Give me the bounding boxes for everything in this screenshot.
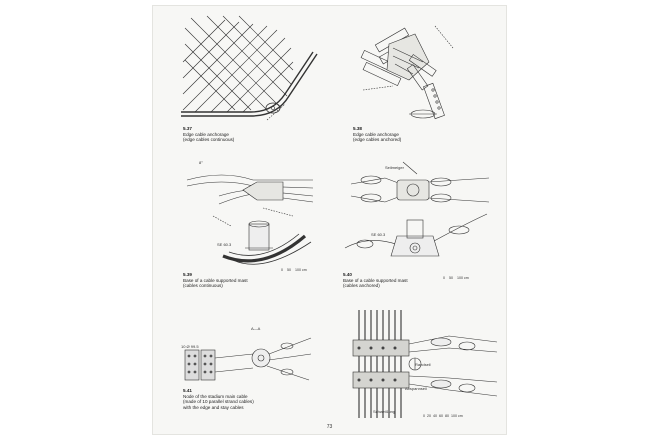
figure-number: 5.39 — [183, 272, 192, 277]
scale-tick-0: 0 — [423, 414, 425, 418]
fig540-seilmeiger-label: Seilmeiger — [385, 165, 404, 170]
scale-tick-40: 40 — [433, 414, 437, 418]
fig540-section-label: SE 60.3 — [371, 232, 386, 237]
scale-tick-0: 0 — [443, 276, 445, 280]
scale-tick-20: 20 — [427, 414, 431, 418]
scale-tick-60: 60 — [439, 414, 443, 418]
figure-title: Base of a cable supported mast — [183, 277, 248, 283]
figure-subtitle: (edge cables anchored) — [353, 137, 402, 143]
fig540-scale-bar: 0 50 100 cm — [443, 276, 469, 280]
caption-5-41: 5.41 Node of the stadium main cable (mad… — [183, 388, 254, 410]
scale-tick-50: 50 — [449, 276, 453, 280]
mast-base-continuous-drawing — [186, 174, 314, 265]
fig539-section-label: SE 60.3 — [217, 242, 232, 247]
scale-tick-100: 100 cm — [451, 414, 463, 418]
scale-tick-80: 80 — [445, 414, 449, 418]
figure-subtitle: (made of 10 parallel strand cables) — [183, 399, 254, 405]
figure-subtitle: (cables continuous) — [183, 283, 223, 289]
fig541-section-label: A—A — [251, 326, 261, 331]
fig542-scale-bar: 0 20 40 60 80 100 cm — [423, 414, 463, 418]
figure-number: 5.40 — [343, 272, 352, 277]
book-page: 5.37 Edge cable anchorage (edge cables c… — [153, 6, 506, 434]
figure-number: 5.37 — [183, 126, 192, 131]
edge-cable-net-drawing — [181, 15, 318, 121]
figure-5-42-drawing — [349, 306, 499, 422]
caption-5-38: 5.38 Edge cable anchorage (edge cables a… — [353, 126, 401, 143]
figure-5-37-drawing — [181, 12, 321, 124]
figure-title: Edge cable anchorage — [353, 131, 399, 137]
figure-title: Base of a cable supported mast — [343, 277, 408, 283]
figure-5-38-drawing — [353, 18, 463, 124]
cable-clamp-node-drawing — [352, 310, 498, 418]
figure-number: 5.41 — [183, 388, 192, 393]
fig542-schweissung-label: Schweißung — [373, 409, 396, 414]
caption-5-40: 5.40 Base of a cable supported mast (cab… — [343, 272, 408, 289]
figure-subtitle: (edge cables continuous) — [183, 137, 235, 143]
mast-base-anchored-drawing — [344, 161, 490, 257]
figure-5-41-drawing — [183, 332, 313, 394]
figure-title: Edge cable anchorage — [183, 131, 229, 137]
figure-number: 5.38 — [353, 126, 362, 131]
scale-tick-100: 100 cm — [295, 268, 307, 272]
caption-5-39: 5.39 Base of a cable supported mast (cab… — [183, 272, 248, 289]
page-number: 73 — [326, 424, 333, 430]
caption-5-37: 5.37 Edge cable anchorage (edge cables c… — [183, 126, 234, 143]
scale-tick-0: 0 — [281, 268, 283, 272]
fig542-abspannseil-label: Abspannseil — [405, 386, 427, 391]
scale-tick-50: 50 — [287, 268, 291, 272]
figure-subtitle: (cables anchored) — [343, 283, 380, 289]
fig539-scale-bar: 0 50 100 cm — [281, 268, 307, 272]
figure-5-40-drawing — [341, 156, 491, 274]
main-cable-node-drawing — [184, 337, 312, 381]
figure-title: Node of the stadium main cable — [183, 393, 248, 399]
edge-anchor-drawing — [360, 25, 454, 120]
scale-tick-100: 100 cm — [457, 276, 469, 280]
fig539-angle-label: 8° — [199, 160, 203, 165]
fig542-randseil-label: Randseil — [415, 362, 431, 367]
fig541-strand-label: 10 Ø 99.5 — [181, 344, 199, 349]
figure-subtitle-2: with the edge and stay cables — [183, 404, 244, 410]
figure-5-39-drawing — [183, 156, 323, 274]
